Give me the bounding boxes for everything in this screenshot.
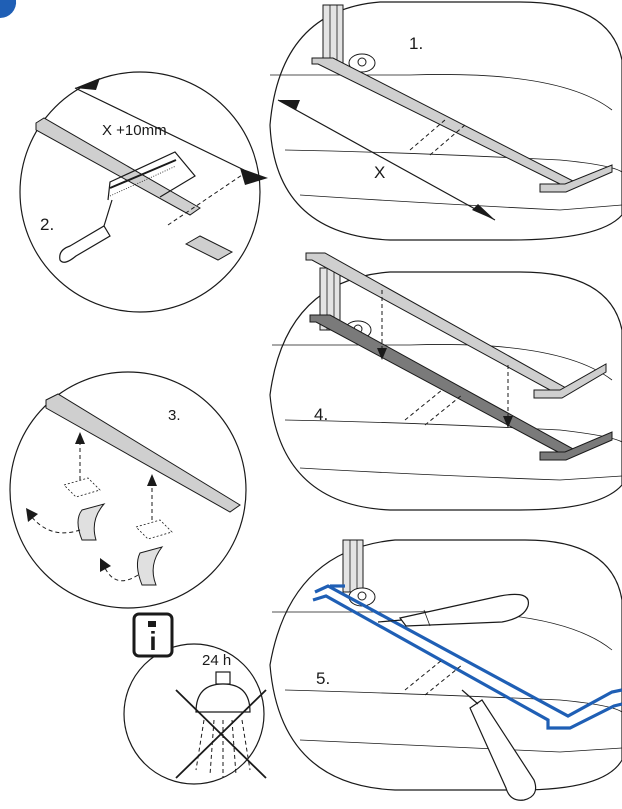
- dim-arrow-left: [278, 100, 300, 110]
- caulking-gun-icon: [377, 593, 530, 627]
- step-5-oval: [269, 539, 622, 791]
- door-profile: [322, 4, 344, 66]
- step-4-lower-rail: [309, 314, 577, 459]
- dimension-x-label: X: [374, 163, 385, 182]
- step-1-oval: [269, 1, 622, 241]
- step-3-circle: [9, 371, 247, 609]
- info-letter: i: [149, 626, 156, 656]
- info-icon: i: [132, 612, 174, 658]
- step-4-panel: 4.: [269, 252, 622, 511]
- step-4-number: 4.: [314, 405, 328, 424]
- cut-off-piece: [184, 235, 234, 261]
- step-2-circle: [19, 71, 261, 313]
- step-3-rail: [45, 393, 241, 513]
- info-panel: i 24 h: [123, 612, 267, 785]
- step-1-panel: X 1.: [269, 1, 622, 241]
- caulking-gun-icon-2: [461, 689, 537, 801]
- sealant-line-outer: [314, 584, 622, 718]
- step-2-number: 2.: [40, 215, 54, 234]
- step-2-rail: [35, 117, 201, 216]
- info-circle: [123, 643, 265, 785]
- step-1-rail: [311, 57, 577, 191]
- corner-badge: [0, 0, 17, 19]
- cut-length-label: X +10mm: [102, 122, 167, 139]
- step-5-panel: 5.: [269, 539, 622, 801]
- step-3-number: 3.: [168, 407, 181, 424]
- cross-out-icon: [175, 689, 267, 779]
- roller: [348, 53, 376, 73]
- cure-time-label: 24 h: [202, 652, 231, 669]
- sealant-line-inner: [312, 594, 622, 730]
- step-5-number: 5.: [316, 669, 330, 688]
- step-1-number: 1.: [409, 34, 423, 53]
- peel-arrow-icon-2: [103, 565, 139, 582]
- dim-arrow-right: [472, 204, 495, 220]
- peel-tape-2: [136, 546, 164, 586]
- step-4-oval: [269, 271, 622, 511]
- step-3-panel: 3.: [9, 371, 247, 609]
- peel-tape-1: [77, 503, 106, 541]
- cut-arrow: [240, 168, 268, 185]
- step-2-panel: X +10mm 2.: [19, 71, 268, 313]
- hacksaw-icon: [59, 151, 196, 263]
- peel-arrow-icon: [29, 514, 81, 534]
- shower-head-icon: [195, 671, 251, 778]
